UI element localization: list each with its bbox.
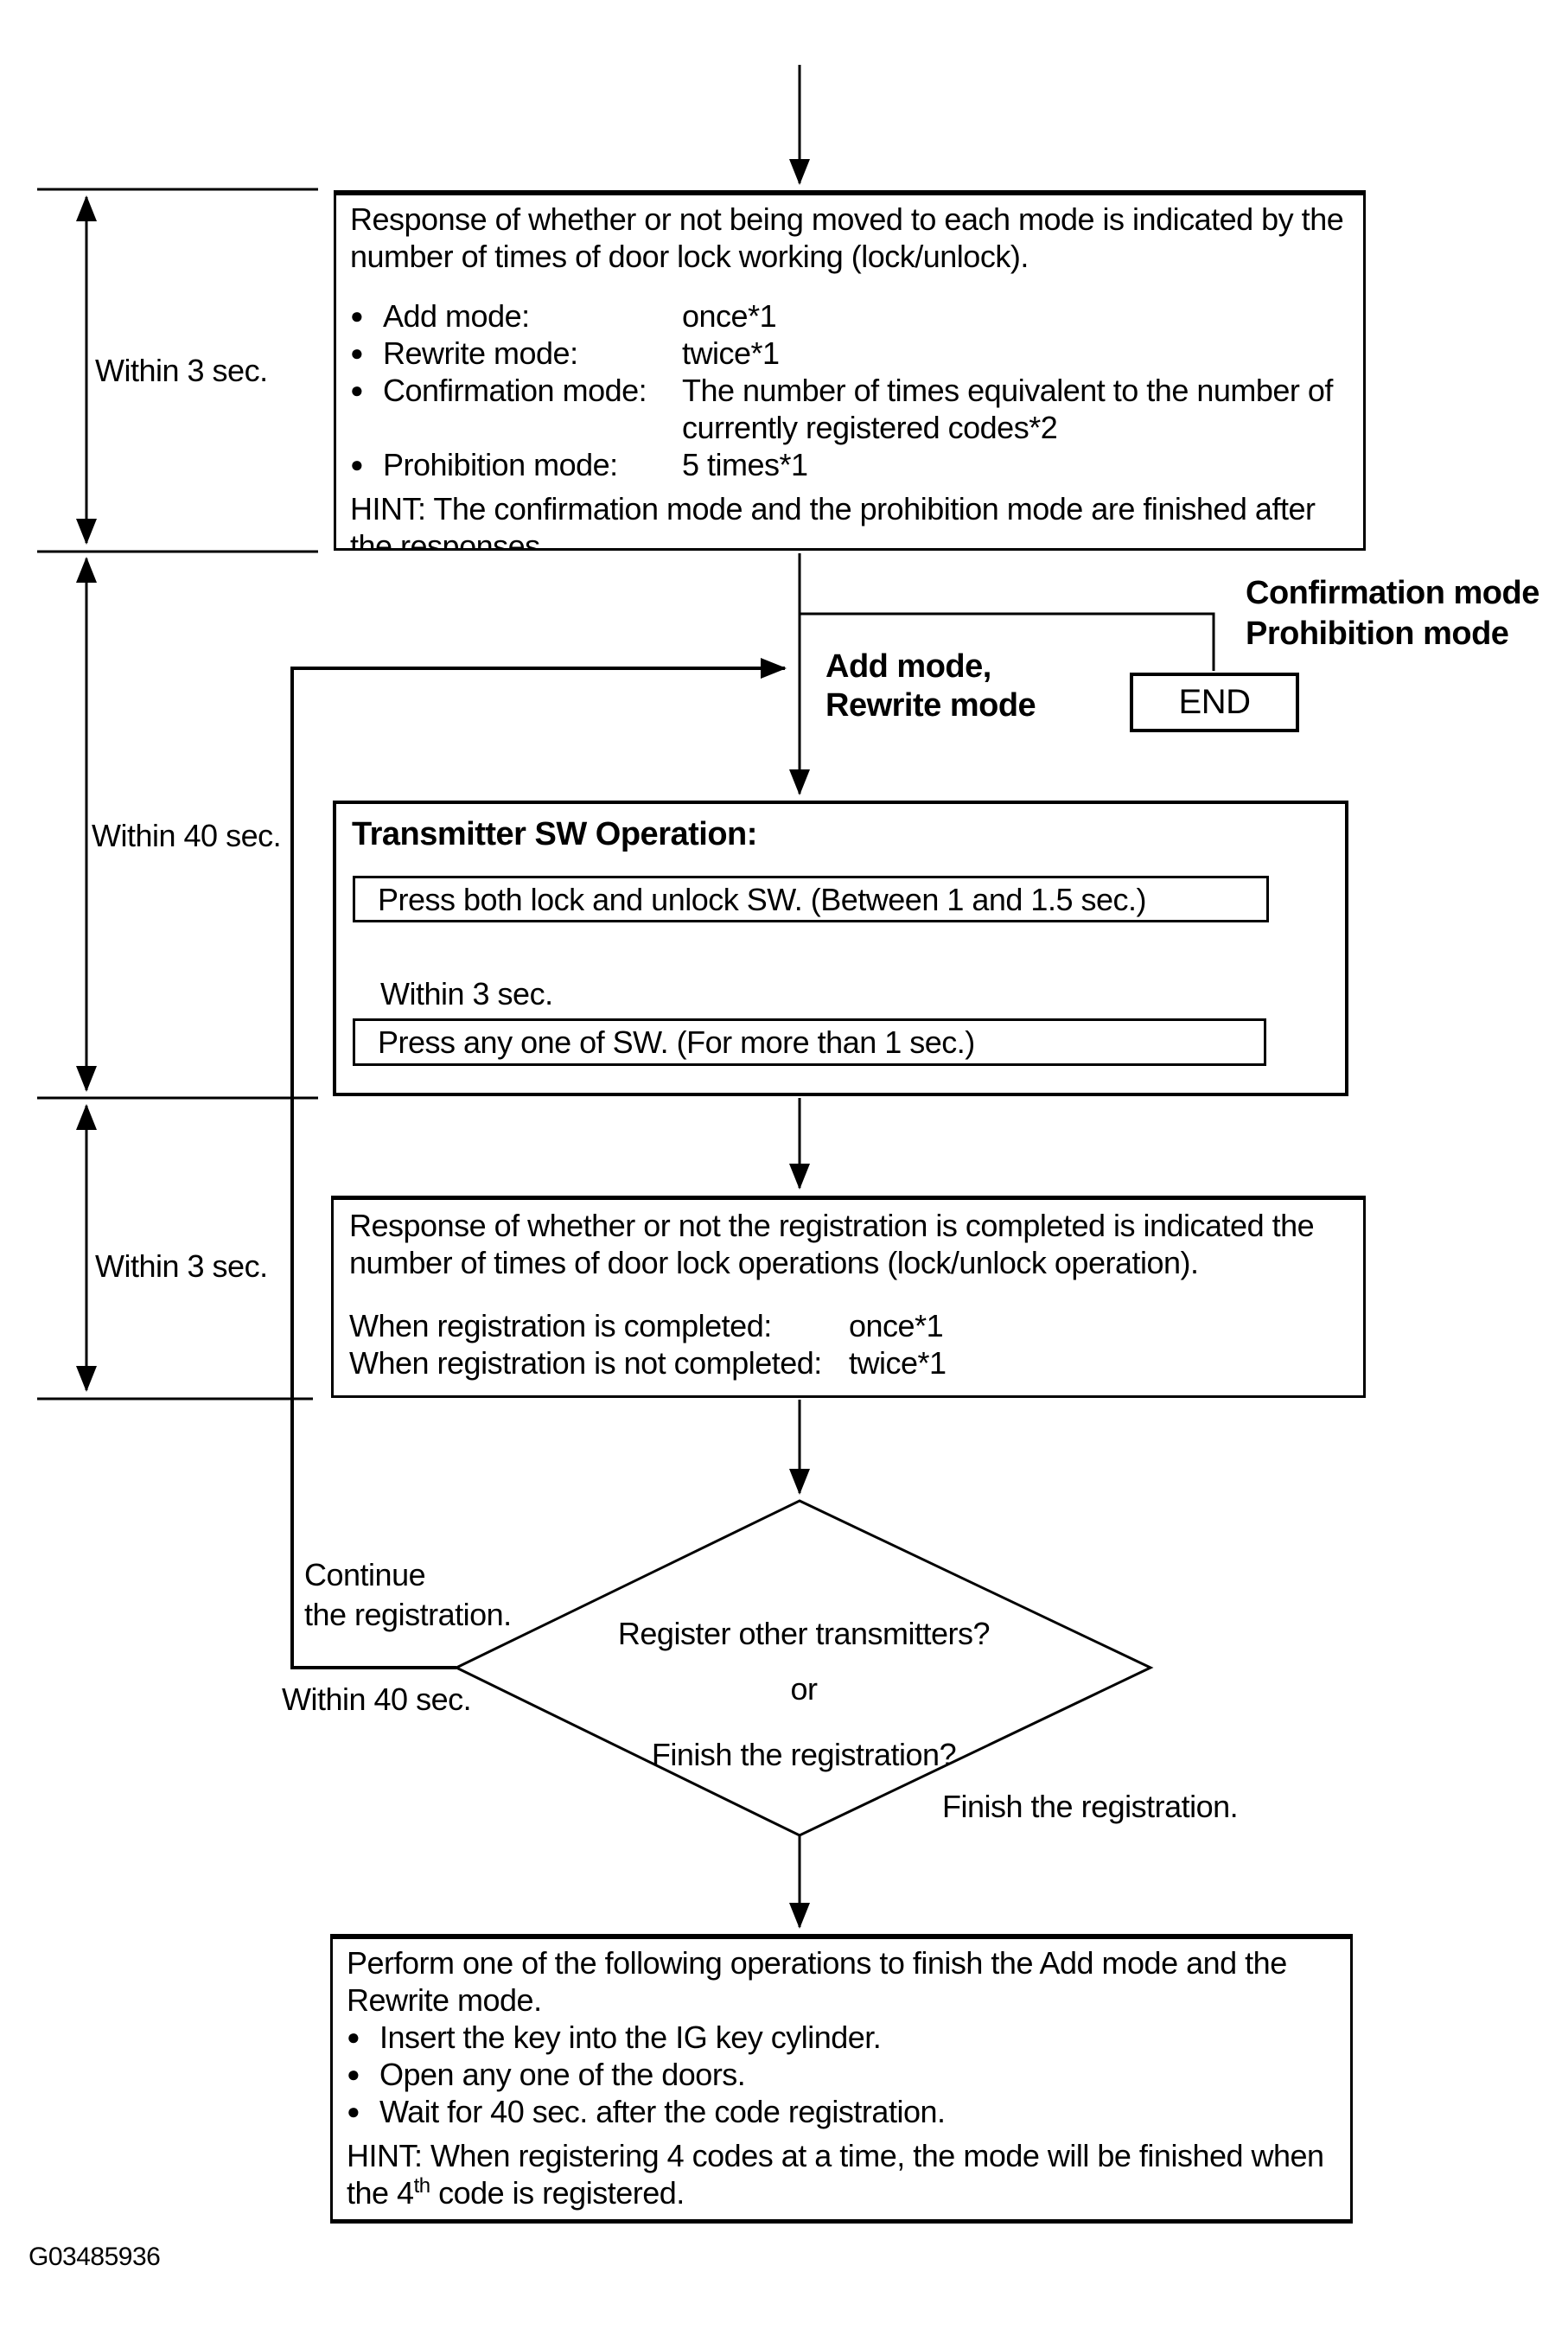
finish-hint-text-end: code is registered.: [430, 2175, 685, 2211]
decision-diamond-shape: [453, 1499, 1154, 1837]
finish-mode-box: Perform one of the following operations …: [330, 1934, 1353, 2224]
bullet-row-rewrite-mode: ● Rewrite mode: twice*1: [350, 335, 1351, 372]
finish-bullet-open-door: ● Open any one of the doors.: [347, 2056, 1336, 2093]
bullet-text: Wait for 40 sec. after the code registra…: [379, 2094, 946, 2129]
finish-bullet-wait-40sec: ● Wait for 40 sec. after the code regist…: [347, 2093, 1336, 2130]
bullet-label: Prohibition mode:: [383, 447, 618, 482]
result-row-completed: When registration is completed: once*1: [349, 1307, 1351, 1344]
continue-label-line2: the registration.: [304, 1597, 512, 1632]
finish-hint-superscript: th: [413, 2174, 431, 2198]
finish-bullet-insert-key: ● Insert the key into the IG key cylinde…: [347, 2019, 1336, 2056]
timing-label-3sec-top: Within 3 sec.: [95, 353, 268, 388]
loop-back-line: [290, 658, 787, 1669]
continue-label-line1: Continue: [304, 1557, 426, 1592]
spacer: [349, 1281, 1351, 1307]
bullet-label: Rewrite mode:: [383, 335, 578, 371]
result-label: When registration is completed:: [349, 1308, 772, 1343]
step-press-any-sw-box: Press any one of SW. (For more than 1 se…: [353, 1018, 1266, 1066]
prohibition-mode-label: Prohibition mode: [1246, 616, 1509, 652]
branch-to-end: [800, 612, 1215, 671]
finish-paragraph: Perform one of the following operations …: [347, 1945, 1287, 2018]
result-value: twice*1: [849, 1345, 947, 1381]
bullet-label: Add mode:: [383, 298, 530, 334]
timing-label-3sec-inner: Within 3 sec.: [380, 976, 553, 1011]
decision-question-or: or: [790, 1671, 818, 1707]
bullet-value: 5 times*1: [682, 447, 808, 482]
bullet-row-confirmation-mode: ● Confirmation mode: The number of times…: [350, 372, 1351, 446]
finish-hint-text: HINT: When registering 4 codes at a time…: [347, 2138, 1324, 2211]
mode-response-box: Response of whether or not being moved t…: [334, 190, 1366, 551]
spacer: [350, 483, 1351, 490]
registration-response-paragraph: Response of whether or not the registrat…: [349, 1208, 1315, 1280]
bullet-value: once*1: [682, 298, 777, 334]
bullet-icon: ●: [350, 303, 364, 329]
bullet-icon: ●: [347, 2024, 360, 2050]
result-value: once*1: [849, 1308, 944, 1343]
decision-question-line3: Finish the registration?: [651, 1737, 957, 1772]
rewrite-mode-label: Rewrite mode: [825, 687, 1036, 724]
timing-label-3sec-bottom: Within 3 sec.: [95, 1248, 268, 1284]
confirmation-prohibition-branch-label: Confirmation mode Prohibition mode: [1246, 573, 1539, 654]
result-row-not-completed: When registration is not completed: twic…: [349, 1344, 1351, 1381]
bullet-icon: ●: [350, 451, 364, 477]
transmitter-box-title: Transmitter SW Operation:: [352, 816, 757, 852]
spacer: [347, 2130, 1336, 2137]
decision-question-line1: Register other transmitters?: [617, 1616, 991, 1651]
result-label: When registration is not completed:: [349, 1345, 822, 1381]
add-mode-label: Add mode,: [825, 648, 991, 685]
bullet-row-prohibition-mode: ● Prohibition mode: 5 times*1: [350, 446, 1351, 483]
add-rewrite-branch-label: Add mode, Rewrite mode: [825, 648, 1036, 725]
mode-response-hint: HINT: The confirmation mode and the proh…: [350, 491, 1316, 551]
end-terminator: END: [1130, 673, 1299, 732]
bullet-label: Confirmation mode:: [383, 373, 647, 408]
continue-registration-label: Continue the registration.: [304, 1555, 512, 1635]
step-press-both-sw-box: Press both lock and unlock SW. (Between …: [353, 876, 1269, 922]
bullet-icon: ●: [350, 340, 364, 366]
bullet-value: twice*1: [682, 335, 780, 371]
bullet-icon: ●: [347, 2061, 360, 2087]
finish-hint: HINT: When registering 4 codes at a time…: [347, 2137, 1336, 2211]
figure-id-label: G03485936: [29, 2243, 161, 2271]
bullet-icon: ●: [347, 2098, 360, 2124]
timing-label-40sec: Within 40 sec.: [92, 818, 282, 853]
bullet-icon: ●: [350, 377, 364, 403]
spacer: [350, 275, 1351, 297]
bullet-text: Open any one of the doors.: [379, 2057, 746, 2092]
registration-response-box: Response of whether or not the registrat…: [331, 1196, 1366, 1398]
confirmation-mode-label: Confirmation mode: [1246, 575, 1539, 611]
loop-timing-label: Within 40 sec.: [282, 1681, 472, 1717]
bullet-text: Insert the key into the IG key cylinder.: [379, 2020, 882, 2055]
bullet-row-add-mode: ● Add mode: once*1: [350, 297, 1351, 335]
finish-registration-label: Finish the registration.: [942, 1789, 1239, 1824]
bullet-value: The number of times equivalent to the nu…: [682, 373, 1333, 445]
mode-response-paragraph: Response of whether or not being moved t…: [350, 201, 1344, 274]
